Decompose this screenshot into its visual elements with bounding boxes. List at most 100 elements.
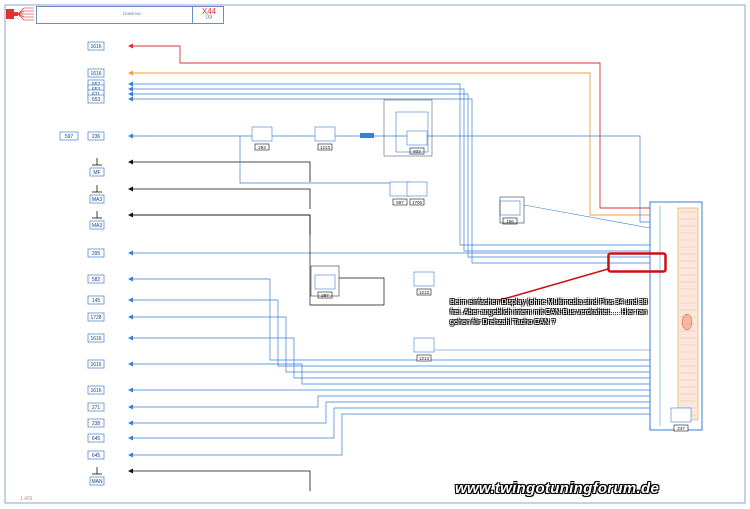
wire-bundle: [133, 98, 650, 264]
connector-label: 1616: [90, 336, 101, 342]
wire-arrow: [128, 86, 133, 92]
connector-plug-icon: [6, 7, 34, 21]
connector-label: MAN: [91, 479, 103, 485]
page-number: 09: [205, 15, 213, 21]
component-label: 156: [506, 219, 514, 224]
connector-label: 1616: [90, 362, 101, 368]
connector-box: [89, 476, 105, 486]
wire-bundle: [133, 93, 650, 258]
connector-box: [87, 402, 105, 412]
component-label: 1706: [412, 200, 423, 205]
wire-arrow: [128, 43, 133, 49]
component-tag: [416, 354, 432, 362]
wire-arrow: [128, 276, 133, 282]
connector-label: 653: [92, 97, 101, 103]
component-body: [413, 337, 435, 353]
relay-833-frame: [395, 111, 429, 153]
connector-label: 582: [92, 277, 101, 283]
connector-box: [87, 131, 105, 141]
wire-arrow: [128, 81, 133, 87]
component-label: 247: [677, 426, 685, 431]
wire-signal: [133, 337, 650, 379]
connector-label-layer: 1616161665265362165323629558214517281616…: [59, 41, 105, 486]
wire-ground: [133, 214, 311, 235]
wire-arrow: [128, 186, 133, 192]
corner-note: 1.401: [20, 496, 33, 502]
connector-box: [89, 220, 105, 230]
connector-label: 597: [65, 134, 74, 140]
connector-label: 295: [92, 251, 101, 257]
wire-layer: [128, 43, 651, 491]
sheet-frame: [4, 4, 746, 504]
component-body: [251, 126, 273, 142]
component-body: [406, 181, 428, 197]
wire-branch: [239, 136, 400, 184]
forum-annotation: Beim einfachen Display (ohne Multimedia …: [450, 297, 648, 326]
component-tag: [254, 143, 270, 151]
component-body: [406, 130, 428, 146]
wire-arrow: [128, 91, 133, 97]
connector-box: [89, 194, 105, 204]
wire-arrow: [128, 96, 133, 102]
component-label: 287: [321, 293, 329, 298]
wire-156: [523, 204, 651, 229]
wire-signal: [133, 413, 650, 456]
wire-arrow: [128, 159, 133, 165]
connector-box: [87, 295, 105, 305]
component-tag: [409, 198, 425, 206]
component-body: [314, 126, 336, 142]
component-tag: [502, 217, 518, 225]
relay-833-outer: [383, 99, 433, 157]
wire-arrow: [128, 70, 133, 76]
component-tag: [317, 291, 333, 299]
wire-arrow: [128, 297, 133, 303]
component-label: 293: [258, 145, 266, 150]
wire-arrow: [128, 435, 133, 441]
sensor-287-frame: [310, 265, 340, 297]
connector-box: [87, 433, 105, 443]
wire-287: [130, 214, 385, 306]
wire-arrow: [128, 133, 133, 139]
connector-label: 271: [92, 405, 101, 411]
component-label: 597: [396, 200, 404, 205]
wire-ground: [133, 188, 311, 209]
wire-signal: [133, 316, 650, 373]
wire-red: [133, 45, 650, 209]
connector-box: [87, 274, 105, 284]
title-block: DGB0762 X44 09: [36, 6, 224, 24]
connector-label: 1616: [90, 44, 101, 50]
wire-arrow: [128, 250, 133, 256]
fuse-blue: [360, 133, 374, 138]
wire-signal: [133, 395, 650, 408]
component-body: [670, 407, 692, 423]
component-label: 833: [413, 149, 421, 154]
wire-arrow: [128, 387, 133, 393]
connector-label: 1616: [90, 388, 101, 394]
connector-label: MA3: [92, 223, 103, 229]
wire-signal: [133, 407, 650, 439]
connector-label: 645: [92, 453, 101, 459]
annotation-arrow: [489, 268, 609, 304]
connector-box: [87, 41, 105, 51]
connector-box: [87, 312, 105, 322]
wire-signal: [133, 401, 650, 424]
ecu-chip: [681, 313, 693, 331]
component-tag: [317, 143, 333, 151]
connector-box: [87, 418, 105, 428]
component-label: 1213: [419, 290, 430, 295]
connector-label: 238: [92, 421, 101, 427]
connector-label: MA3: [92, 197, 103, 203]
component-body: [413, 271, 435, 287]
wire-signal: [133, 278, 650, 361]
component-label: 1213: [419, 356, 430, 361]
connector-label: 645: [92, 436, 101, 442]
wire-arrow: [128, 404, 133, 410]
component-body: [499, 200, 521, 216]
wire-signal: [133, 299, 650, 367]
wire-arrow: [128, 314, 133, 320]
site-watermark: www.twingotuningforum.de: [455, 480, 660, 497]
connector-box: [87, 359, 105, 369]
